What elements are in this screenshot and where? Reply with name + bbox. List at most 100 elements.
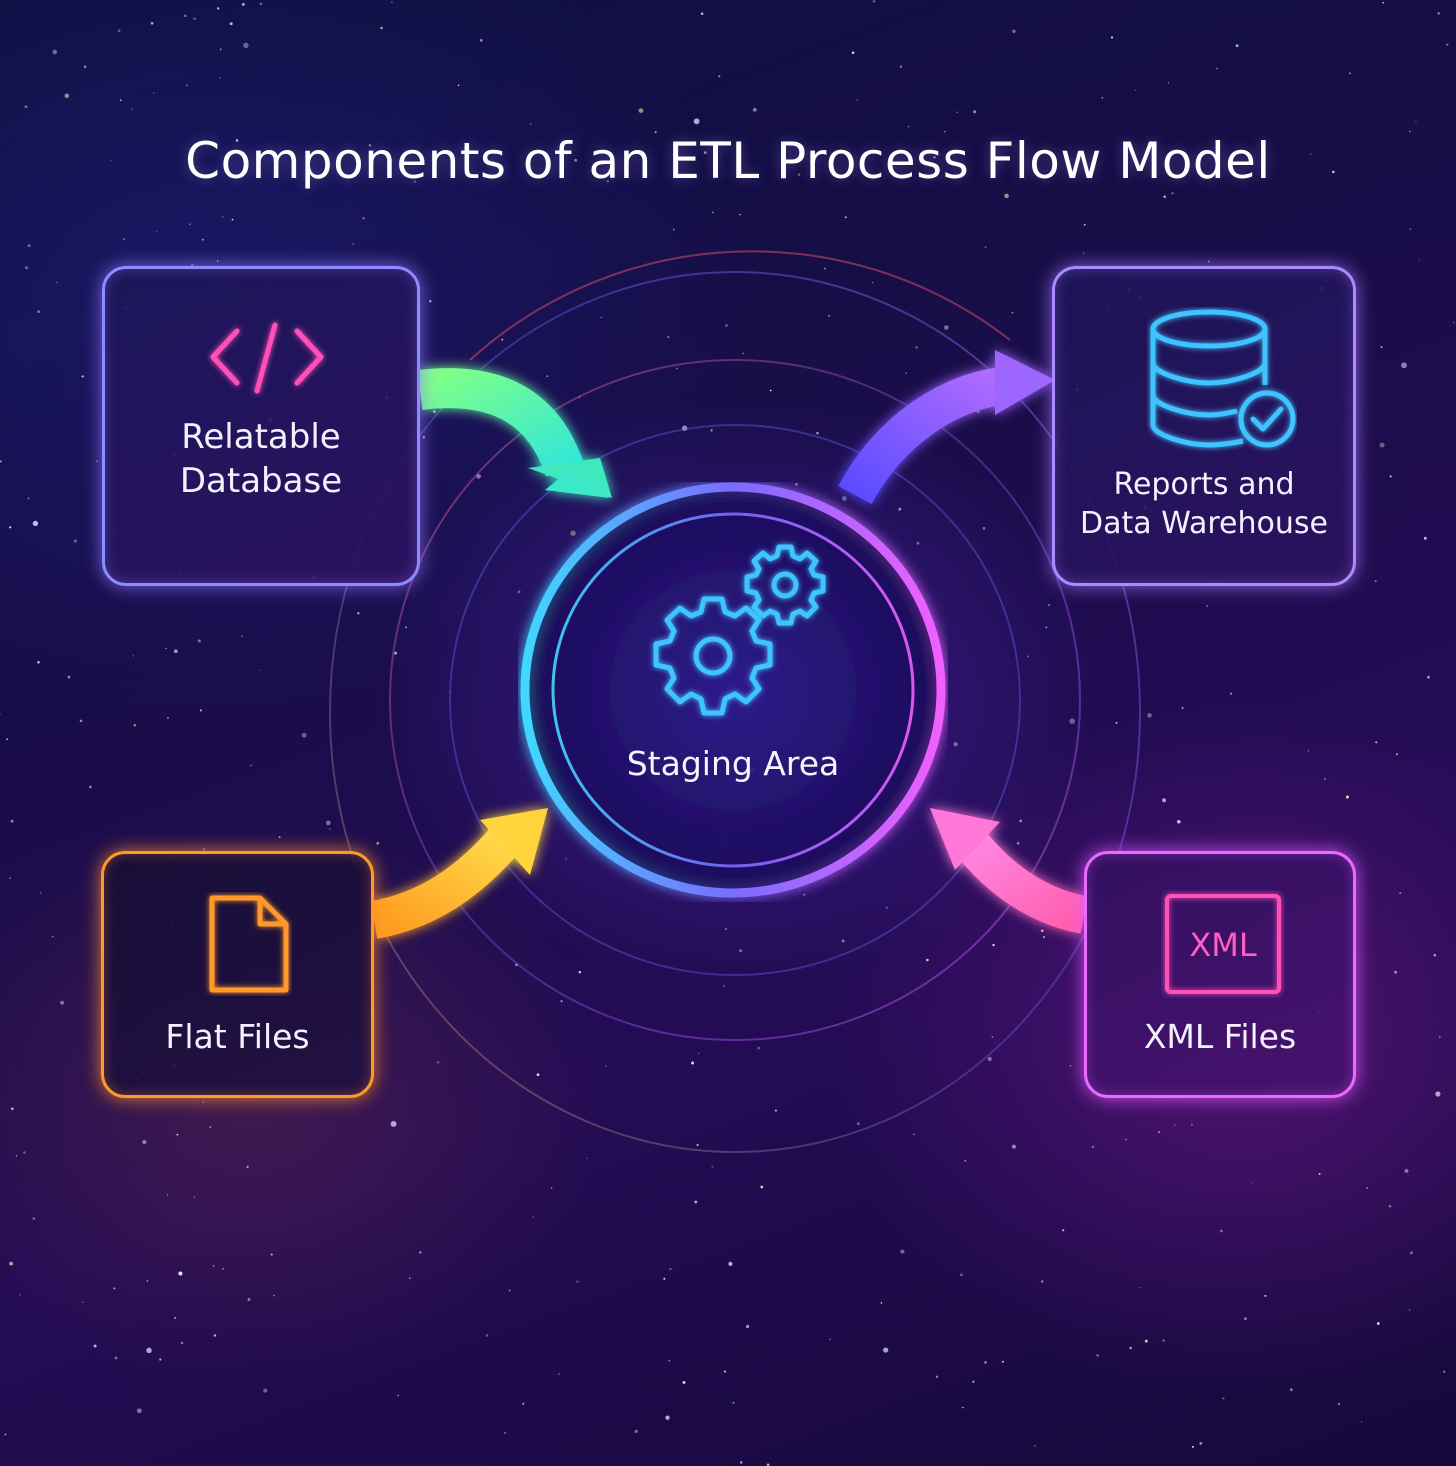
star [1147, 713, 1152, 718]
arrow-flat-to-staging [370, 808, 548, 939]
star [1235, 44, 1239, 48]
star [503, 1431, 507, 1434]
star [150, 22, 154, 25]
star [131, 108, 133, 110]
star [757, 1046, 761, 1050]
star [844, 216, 847, 219]
star [1163, 195, 1167, 199]
star [117, 29, 121, 33]
star [711, 1165, 714, 1168]
star [1173, 1124, 1176, 1127]
star [1042, 936, 1045, 938]
star [390, 1120, 397, 1127]
star [1376, 1322, 1380, 1325]
star [165, 647, 167, 650]
star [745, 1324, 750, 1329]
star [1134, 89, 1137, 92]
star [219, 77, 221, 79]
star [217, 7, 220, 10]
star [136, 1408, 142, 1414]
star [1177, 820, 1181, 824]
star [1443, 1370, 1446, 1373]
star [1415, 120, 1417, 123]
star [823, 267, 826, 270]
star [15, 1155, 18, 1157]
star [1380, 346, 1383, 349]
star [222, 1267, 224, 1270]
star [37, 661, 40, 664]
star [485, 1334, 489, 1337]
star [668, 1360, 670, 1362]
star [494, 152, 496, 155]
star [25, 266, 28, 270]
star [962, 1406, 964, 1409]
star [1318, 1172, 1321, 1175]
star [565, 857, 568, 860]
star [273, 1294, 276, 1297]
database-check-icon [1150, 309, 1296, 448]
star [56, 281, 58, 284]
star [578, 970, 582, 974]
star [1016, 841, 1020, 845]
star [0, 460, 2, 463]
star [422, 436, 425, 439]
star [39, 892, 42, 894]
node-xml-files: XML XML Files [1084, 851, 1356, 1098]
star [203, 848, 205, 851]
star [1207, 260, 1210, 263]
star [557, 1373, 561, 1376]
diagram-title: Components of an ETL Process Flow Model [185, 132, 1271, 190]
star [984, 1361, 987, 1364]
star [1139, 1286, 1142, 1289]
star [984, 246, 987, 249]
star [142, 1139, 147, 1145]
star [880, 1302, 883, 1304]
star [953, 742, 958, 747]
star [1423, 536, 1427, 540]
star [739, 949, 743, 953]
star [1011, 311, 1014, 314]
star [1167, 82, 1170, 84]
star [193, 17, 197, 21]
star [752, 107, 757, 112]
star [898, 507, 902, 511]
star [1083, 252, 1085, 254]
star [32, 1217, 36, 1220]
star [89, 785, 92, 789]
star [841, 939, 845, 943]
star [856, 99, 859, 101]
star [193, 1196, 196, 1198]
star [1452, 321, 1455, 324]
star [766, 1463, 770, 1466]
star [176, 1133, 179, 1136]
star [725, 324, 728, 327]
star [1124, 1138, 1127, 1141]
star [173, 649, 178, 654]
star [1110, 36, 1114, 39]
star [213, 1334, 217, 1337]
star [710, 429, 713, 432]
star [665, 1415, 670, 1420]
star [146, 1280, 149, 1282]
star [132, 655, 134, 657]
star [185, 84, 188, 87]
star [174, 1316, 177, 1319]
star [405, 626, 408, 629]
star [183, 14, 187, 18]
star [982, 527, 986, 530]
star [27, 497, 30, 500]
staging-label: Staging Area [626, 744, 840, 783]
star [216, 260, 219, 263]
star [27, 244, 31, 248]
star [114, 1356, 118, 1360]
node-label: Reports and Data Warehouse [1080, 467, 1328, 541]
star [1446, 43, 1449, 46]
star [827, 314, 831, 317]
star [397, 1394, 400, 1397]
star [546, 375, 549, 378]
star [480, 39, 483, 42]
star [60, 1000, 65, 1005]
star [1409, 130, 1411, 132]
star [1069, 718, 1076, 725]
star [667, 336, 670, 339]
